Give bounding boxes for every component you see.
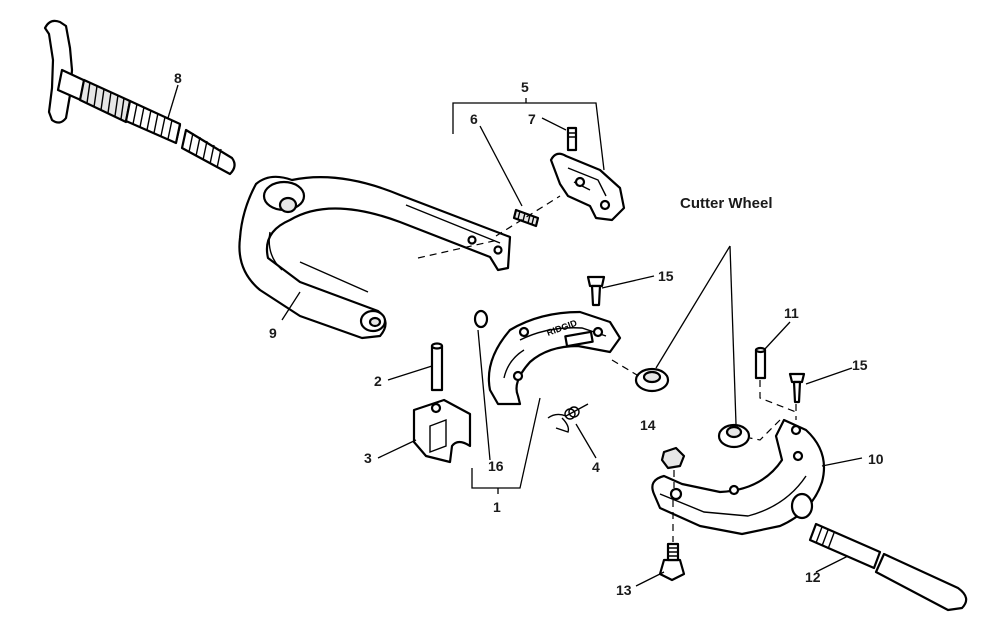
alignment-line bbox=[495, 195, 561, 237]
part-12-handle-tube bbox=[808, 522, 968, 612]
leader-13 bbox=[635, 571, 665, 587]
leader-wheel-a bbox=[655, 245, 731, 369]
cutter-wheel-upper bbox=[634, 367, 670, 393]
part-label-16: 16 bbox=[488, 458, 504, 474]
part-5-latch bbox=[549, 152, 626, 222]
part-16-washer bbox=[473, 309, 489, 329]
part-8-feed-screw bbox=[43, 19, 236, 176]
leader-11 bbox=[763, 321, 791, 351]
part-14-cutter-wheel bbox=[717, 423, 751, 449]
part-label-13: 13 bbox=[616, 582, 632, 598]
part-label-14: 14 bbox=[640, 417, 656, 433]
part-13-bolt bbox=[658, 542, 686, 582]
part-label-3: 3 bbox=[364, 450, 372, 466]
leader-6 bbox=[479, 125, 523, 207]
part-label-10: 10 bbox=[868, 451, 884, 467]
part-9-yoke-frame bbox=[238, 175, 512, 340]
leader-1-bracket bbox=[471, 397, 541, 489]
leader-3 bbox=[377, 439, 417, 459]
part-label-4: 4 bbox=[592, 459, 600, 475]
part-label-2: 2 bbox=[374, 373, 382, 389]
part-label-11: 11 bbox=[784, 305, 799, 321]
part-11-pin bbox=[754, 346, 767, 380]
part-7-pin bbox=[566, 126, 578, 152]
alignment-line bbox=[759, 380, 797, 413]
alignment-line bbox=[417, 239, 499, 259]
alignment-line bbox=[749, 419, 781, 441]
part-6-spring bbox=[512, 208, 540, 228]
part-label-8: 8 bbox=[174, 70, 182, 86]
part-15-screw-right bbox=[788, 372, 806, 404]
leader-16 bbox=[477, 329, 491, 461]
part-label-12: 12 bbox=[805, 569, 821, 585]
part-label-9: 9 bbox=[269, 325, 277, 341]
part-15-screw-upper bbox=[586, 275, 606, 307]
leader-2 bbox=[387, 365, 433, 381]
leader-8 bbox=[167, 84, 179, 119]
part-label-15: 15 bbox=[852, 357, 868, 373]
leader-15b bbox=[805, 367, 853, 385]
leader-5-bracket bbox=[452, 102, 605, 171]
leader-4 bbox=[575, 423, 597, 459]
part-label-15: 15 bbox=[658, 268, 674, 284]
part-label-6: 6 bbox=[470, 111, 478, 127]
part-label-7: 7 bbox=[528, 111, 536, 127]
leader-wheel-b bbox=[729, 245, 737, 425]
part-label-1: 1 bbox=[493, 499, 501, 515]
hex-nut bbox=[660, 446, 686, 470]
leader-15a bbox=[601, 275, 655, 289]
heading-cutter-wheel: Cutter Wheel bbox=[680, 195, 773, 212]
part-4-torsion-spring bbox=[547, 403, 589, 433]
part-10-cutter-frame bbox=[651, 418, 826, 536]
part-3-roller-holder bbox=[412, 398, 472, 464]
leader-9 bbox=[281, 291, 301, 321]
alignment-line bbox=[611, 359, 643, 379]
leader-7 bbox=[541, 117, 567, 131]
leader-12 bbox=[815, 555, 849, 573]
leader-10 bbox=[821, 457, 863, 467]
part-label-5: 5 bbox=[521, 79, 529, 95]
part-1-cutter-body: RIDGID bbox=[487, 310, 622, 406]
part-2-roll-pin bbox=[430, 342, 444, 392]
